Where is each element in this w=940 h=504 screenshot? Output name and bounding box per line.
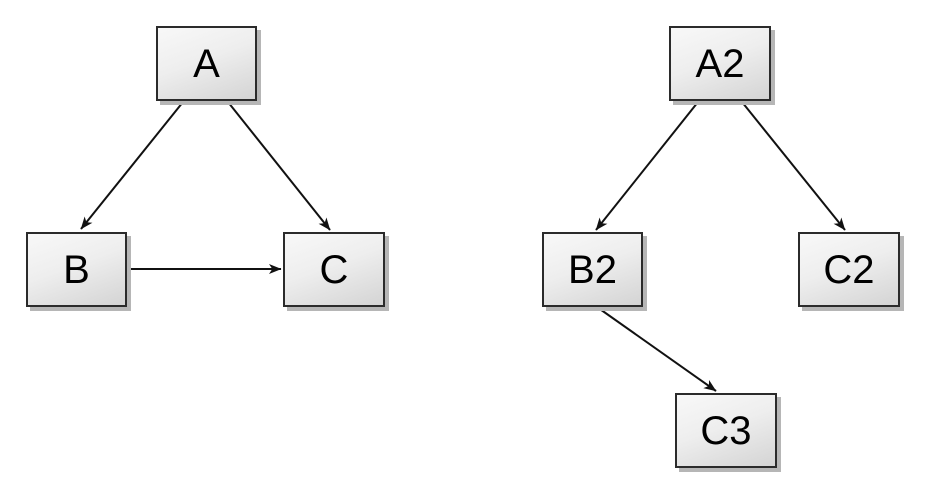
node-label: C2 [823, 247, 875, 292]
node-C2: C2 [798, 232, 900, 307]
node-label: C3 [700, 408, 752, 453]
node-A: A [156, 26, 257, 101]
edge-B2-to-C3 [596, 306, 717, 392]
node-C: C [283, 232, 385, 307]
node-A2: A2 [669, 26, 771, 101]
node-C3: C3 [675, 393, 777, 468]
node-B2: B2 [542, 232, 643, 307]
edge-A2-to-C2 [741, 101, 846, 231]
edge-A2-to-B2 [595, 101, 699, 231]
edge-A-to-C [227, 101, 331, 231]
edge-A-to-B [80, 101, 184, 230]
node-label: A [193, 41, 220, 86]
node-B: B [26, 232, 127, 307]
node-label: A2 [695, 41, 745, 86]
node-label: B2 [568, 247, 617, 292]
node-label: C [319, 247, 349, 292]
node-label: B [63, 247, 90, 292]
